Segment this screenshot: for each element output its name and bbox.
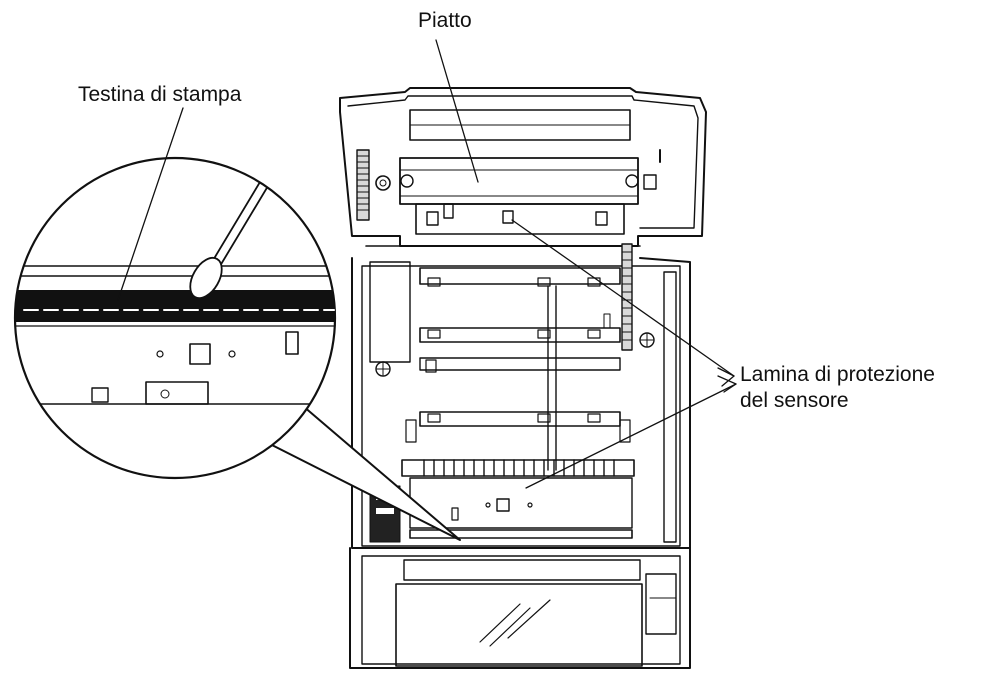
label-lamina-line2: del sensore xyxy=(740,389,849,412)
leader-lines xyxy=(117,39,737,489)
leader-piatto xyxy=(435,39,479,183)
label-lamina-line1: Lamina di protezione xyxy=(740,363,935,386)
platen-roller xyxy=(399,157,657,205)
magnified-print-head-detail xyxy=(13,156,461,541)
printer-front-base xyxy=(349,547,691,669)
paper-rails xyxy=(405,267,631,471)
cutter-comb xyxy=(401,459,635,477)
label-testina-di-stampa: Testina di stampa xyxy=(78,83,242,106)
label-lamina-di-protezione: Lamina di protezione del sensore xyxy=(740,362,935,414)
leader-lamina-2 xyxy=(525,383,737,489)
sensor-plate xyxy=(415,203,625,235)
leader-lamina-1 xyxy=(511,219,735,377)
leader-testina xyxy=(117,107,184,301)
label-piatto: Piatto xyxy=(418,9,472,32)
